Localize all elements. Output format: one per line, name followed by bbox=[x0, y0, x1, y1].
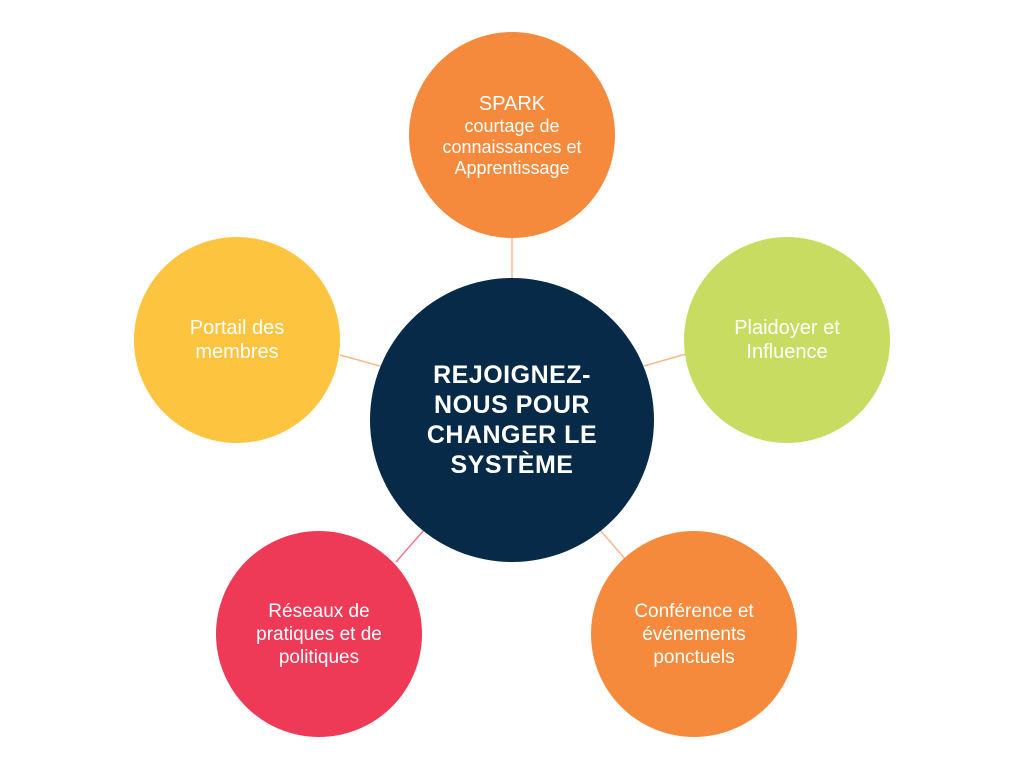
node-conference-line-3: ponctuels bbox=[653, 646, 735, 668]
center-line-1: REJOIGNEZ- bbox=[433, 361, 591, 389]
node-advocacy: Plaidoyer et Influence bbox=[684, 237, 890, 443]
node-advocacy-line-2: Influence bbox=[746, 341, 828, 363]
node-spark-line-2: connaissances et bbox=[442, 136, 582, 157]
connector-bottom-right bbox=[599, 529, 627, 561]
node-networks-line-3: politiques bbox=[278, 646, 360, 668]
node-networks-line-2: pratiques et de bbox=[256, 623, 382, 645]
node-conference: Conférence et événements ponctuels bbox=[591, 531, 797, 737]
center-line-3: CHANGER LE bbox=[426, 421, 598, 449]
node-spark-title: SPARK bbox=[478, 92, 546, 115]
node-member-portal: Portail des membres bbox=[134, 237, 340, 443]
connector-bottom-left bbox=[395, 529, 425, 563]
node-advocacy-line-1: Plaidoyer et bbox=[734, 317, 840, 339]
node-member-portal-line-1: Portail des bbox=[189, 317, 285, 339]
node-conference-line-1: Conférence et bbox=[634, 600, 754, 622]
connector-left bbox=[339, 354, 381, 367]
node-spark-line-3: Apprentissage bbox=[454, 157, 570, 178]
node-member-portal-line-2: membres bbox=[195, 341, 279, 363]
node-networks-line-1: Réseaux de bbox=[268, 600, 370, 622]
center-line-2: NOUS POUR bbox=[434, 391, 590, 419]
node-spark-line-1: courtage de bbox=[464, 115, 560, 136]
node-spark: SPARK courtage de connaissances et Appre… bbox=[409, 32, 615, 238]
center-line-4: SYSTÈME bbox=[450, 451, 574, 479]
connector-right bbox=[643, 353, 687, 367]
center-node: REJOIGNEZ- NOUS POUR CHANGER LE SYSTÈME bbox=[370, 278, 654, 562]
node-networks: Réseaux de pratiques et de politiques bbox=[216, 531, 422, 737]
node-conference-line-2: événements bbox=[642, 623, 746, 645]
